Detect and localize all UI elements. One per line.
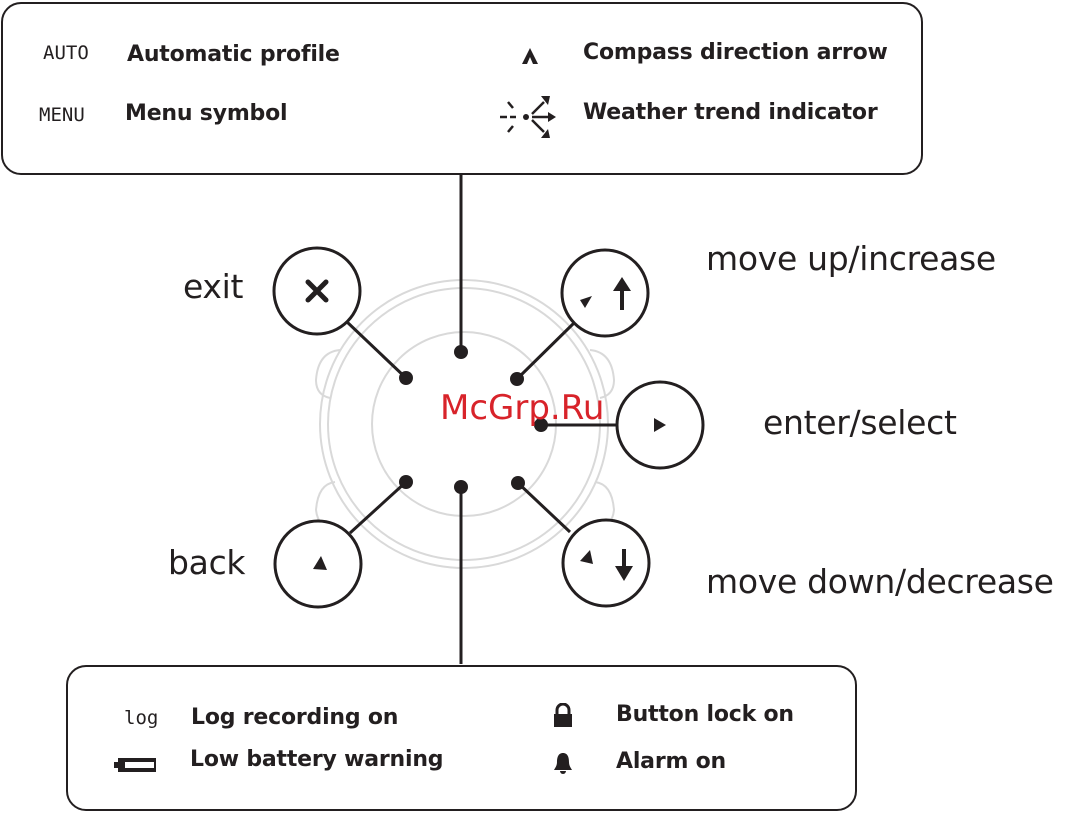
move-up-increase-label: move up/increase — [706, 239, 996, 278]
automatic-profile-label: Automatic profile — [127, 42, 340, 67]
weather-trend-icon — [498, 92, 560, 142]
select-button[interactable] — [617, 382, 703, 468]
log-recording-on-label: Log recording on — [191, 705, 398, 730]
exit-label: exit — [183, 267, 243, 306]
exit-button[interactable] — [274, 248, 360, 334]
menu-symbol-label: Menu symbol — [125, 101, 287, 126]
menu-symbol: MENU — [39, 104, 85, 126]
lock-icon — [552, 703, 574, 729]
down-button[interactable] — [563, 520, 649, 606]
alarm-on-label: Alarm on — [616, 749, 726, 774]
bottom-legend-panel: log Log recording on Low battery warning… — [66, 665, 857, 811]
back-label: back — [168, 543, 245, 582]
watermark-text: McGrp.Ru — [440, 388, 604, 428]
bell-icon — [552, 751, 574, 775]
compass-direction-arrow-label: Compass direction arrow — [583, 40, 888, 65]
back-button[interactable] — [275, 521, 361, 607]
move-down-decrease-label: move down/decrease — [706, 562, 1054, 601]
log-symbol: log — [124, 707, 158, 729]
top-legend-panel: AUTO Automatic profile MENU Menu symbol … — [1, 2, 923, 175]
compass-arrow-icon — [520, 46, 540, 66]
weather-trend-indicator-label: Weather trend indicator — [583, 100, 877, 125]
auto-symbol: AUTO — [43, 42, 89, 64]
low-battery-warning-label: Low battery warning — [190, 747, 443, 772]
button-lock-on-label: Button lock on — [616, 702, 794, 727]
up-button[interactable] — [562, 250, 648, 336]
enter-select-label: enter/select — [763, 403, 957, 442]
battery-icon — [114, 756, 160, 774]
